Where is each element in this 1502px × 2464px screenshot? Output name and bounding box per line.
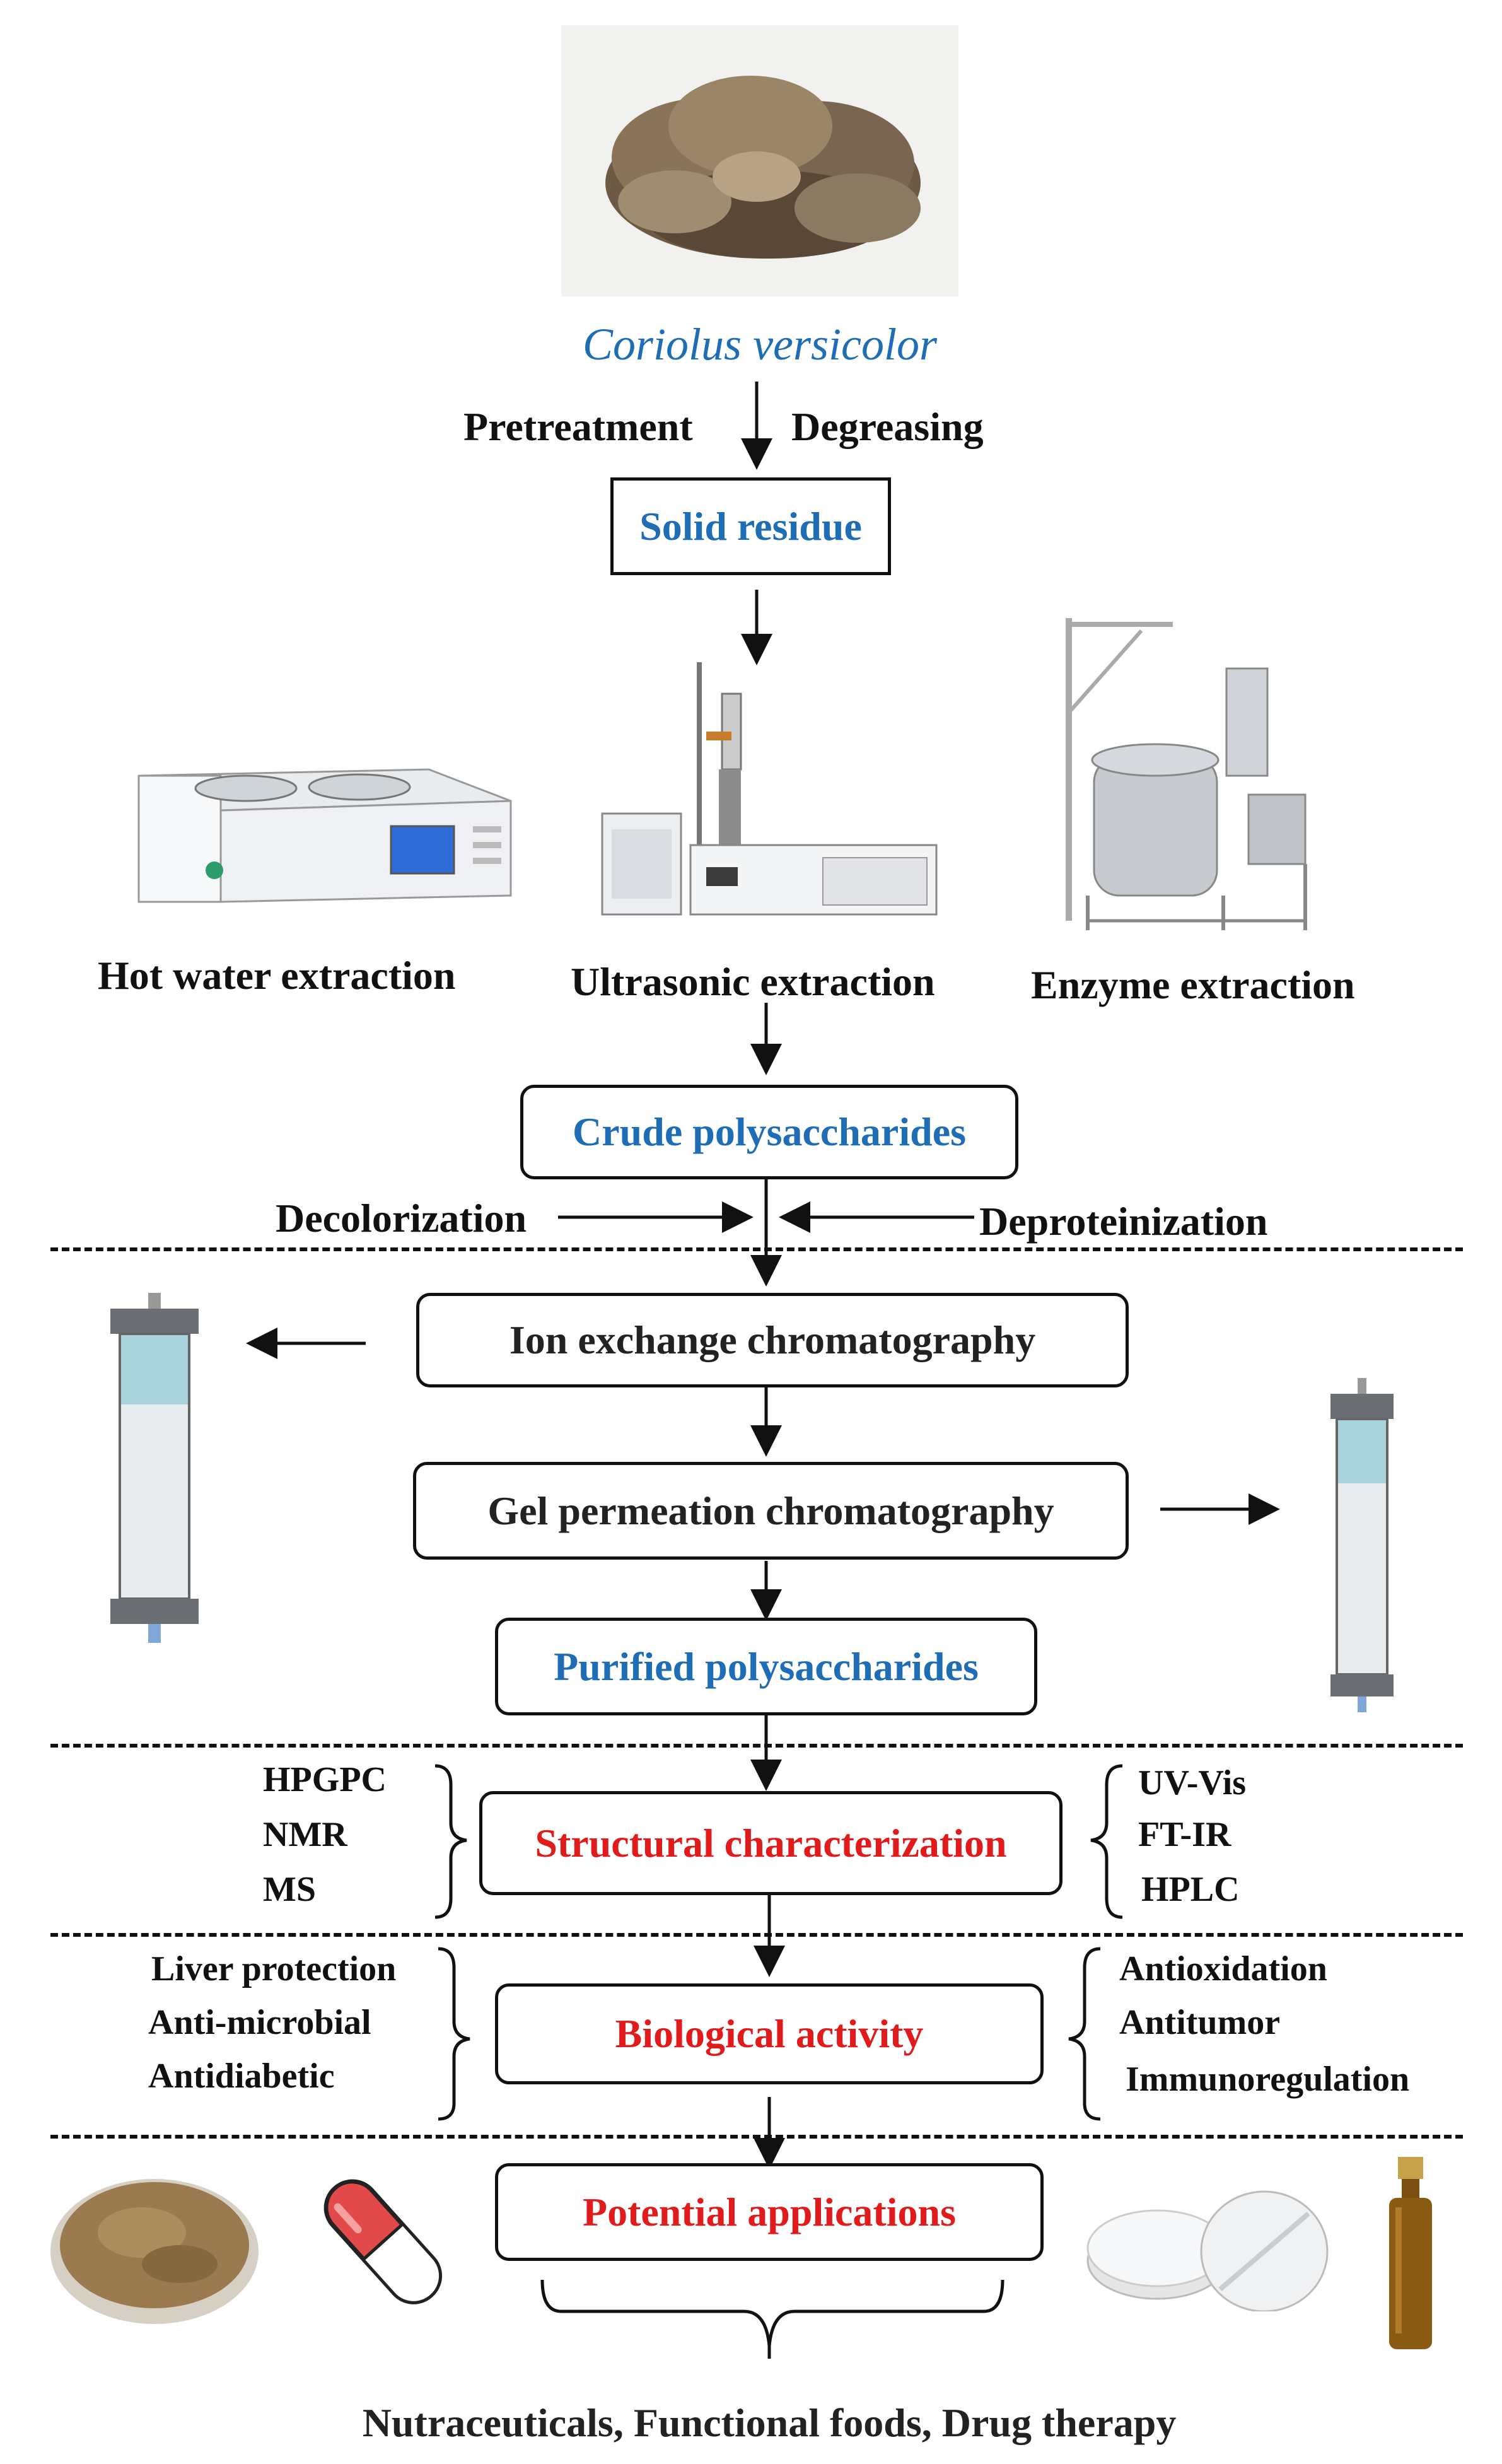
decolorization-label: Decolorization xyxy=(276,1196,527,1241)
structural-method: NMR xyxy=(263,1815,347,1854)
chromatography-column-left xyxy=(107,1293,202,1643)
enzyme-reactor-image xyxy=(1047,612,1324,940)
section-divider xyxy=(50,1247,1463,1251)
water-bath-image xyxy=(132,732,523,921)
structural-characterization-label: Structural characterization xyxy=(535,1820,1007,1866)
crude-polysaccharides-label: Crude polysaccharides xyxy=(573,1109,966,1154)
ion-exchange-box: Ion exchange chromatography xyxy=(416,1293,1129,1387)
purified-polysaccharides-box: Purified polysaccharides xyxy=(495,1618,1037,1715)
biological-activity-label: Biological activity xyxy=(615,2011,924,2056)
extraction-method: Hot water extraction xyxy=(98,953,456,998)
ion-exchange-label: Ion exchange chromatography xyxy=(509,1317,1036,1362)
structural-method: HPGPC xyxy=(263,1760,387,1799)
extraction-method: Enzyme extraction xyxy=(1031,962,1355,1007)
solid-residue-label: Solid residue xyxy=(639,503,862,549)
degreasing-label: Degreasing xyxy=(791,404,984,449)
structural-method: MS xyxy=(263,1870,316,1909)
biological-activity-box: Biological activity xyxy=(495,1983,1044,2084)
bioactivity-item: Liver protection xyxy=(151,1949,397,1988)
potential-applications-box: Potential applications xyxy=(495,2163,1044,2261)
species-name: Coriolus versicolor xyxy=(582,319,938,370)
mushroom-photo xyxy=(561,25,958,296)
crude-polysaccharides-box: Crude polysaccharides xyxy=(520,1085,1018,1179)
vial-image xyxy=(1384,2157,1438,2352)
section-divider xyxy=(50,2135,1463,2139)
tablets-image xyxy=(1081,2185,1340,2313)
applications-summary: Nutraceuticals, Functional foods, Drug t… xyxy=(362,2400,1177,2445)
structural-method: FT-IR xyxy=(1138,1815,1231,1854)
ultrasonic-image xyxy=(596,656,940,921)
gel-permeation-label: Gel permeation chromatography xyxy=(487,1488,1054,1533)
structural-method: HPLC xyxy=(1141,1870,1240,1909)
purified-polysaccharides-label: Purified polysaccharides xyxy=(554,1644,979,1689)
bioactivity-item: Antioxidation xyxy=(1119,1949,1327,1988)
potential-applications-label: Potential applications xyxy=(582,2189,957,2234)
bioactivity-item: Anti-microbial xyxy=(148,2003,371,2042)
bioactivity-item: Antitumor xyxy=(1119,2003,1281,2042)
bioactivity-item: Antidiabetic xyxy=(148,2057,335,2096)
deproteinization-label: Deproteinization xyxy=(979,1199,1268,1244)
structural-characterization-box: Structural characterization xyxy=(479,1791,1062,1895)
powder-image xyxy=(47,2163,262,2327)
chromatography-column-right xyxy=(1327,1378,1397,1712)
capsule-image xyxy=(318,2169,448,2315)
pretreatment-label: Pretreatment xyxy=(463,404,693,449)
gel-permeation-box: Gel permeation chromatography xyxy=(413,1462,1129,1560)
extraction-method: Ultrasonic extraction xyxy=(571,959,935,1004)
section-divider xyxy=(50,1744,1463,1748)
structural-method: UV-Vis xyxy=(1138,1763,1247,1802)
bioactivity-item: Immunoregulation xyxy=(1126,2060,1410,2099)
solid-residue-box: Solid residue xyxy=(610,477,891,575)
section-divider xyxy=(50,1933,1463,1937)
